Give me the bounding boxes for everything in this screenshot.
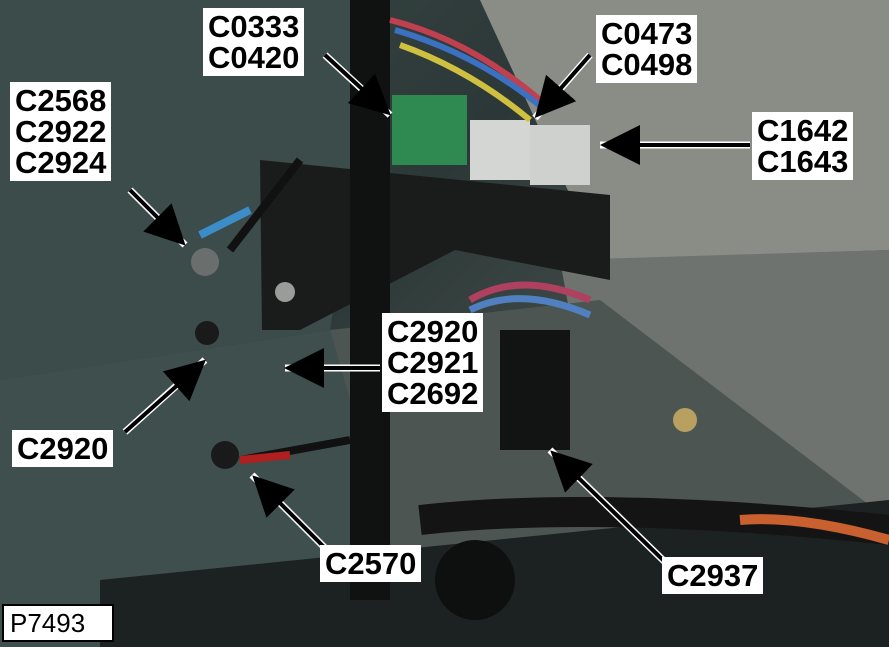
callout-line: C2937	[667, 558, 759, 593]
ground-stud-2	[195, 321, 219, 345]
callout-c0473-c0498: C0473 C0498	[596, 15, 698, 83]
mounting-bracket	[260, 160, 610, 330]
clip	[673, 408, 697, 432]
callout-c2920-c2921-c2692: C2920 C2921 C2692	[382, 313, 484, 412]
callout-line: C1643	[757, 144, 849, 179]
callout-line: C1642	[757, 113, 849, 148]
callout-line: C0333	[208, 9, 300, 44]
callout-line: C2920	[17, 431, 109, 466]
callout-c1642-c1643: C1642 C1643	[752, 112, 854, 180]
arrow-c2568	[127, 187, 188, 248]
white-connector-1	[470, 120, 530, 180]
arrow-c2920-left	[122, 357, 208, 435]
green-connector	[392, 95, 467, 165]
callout-line: C0420	[208, 40, 300, 75]
bottom-grommet	[435, 540, 515, 620]
callout-line: C2921	[387, 345, 479, 380]
ground-stud-1	[191, 248, 219, 276]
callout-c2920-left: C2920	[12, 430, 114, 467]
callout-line: C2692	[387, 376, 479, 411]
callout-line: C2922	[15, 114, 107, 149]
callout-c2937: C2937	[662, 557, 764, 594]
arrow-c0333	[322, 52, 393, 118]
callout-c2570: C2570	[320, 545, 422, 582]
callout-line: C2924	[15, 145, 107, 180]
bolt	[275, 282, 295, 302]
callout-line: C2570	[325, 546, 417, 581]
white-connector-2	[530, 125, 590, 185]
relay-block	[500, 330, 570, 450]
ground-stud-3	[211, 441, 239, 469]
figure-id-label: P7493	[2, 604, 114, 642]
callout-line: C0473	[601, 16, 693, 51]
callout-line: C2920	[387, 314, 479, 349]
callout-c0333-c0420: C0333 C0420	[203, 8, 305, 76]
arrow-c0473	[532, 52, 593, 121]
callout-line: C0498	[601, 47, 693, 82]
arrow-c2937	[547, 447, 668, 565]
callout-line: C2568	[15, 83, 107, 118]
arrow-c2570	[249, 472, 328, 551]
callout-c2568-c2922-c2924: C2568 C2922 C2924	[10, 82, 112, 181]
